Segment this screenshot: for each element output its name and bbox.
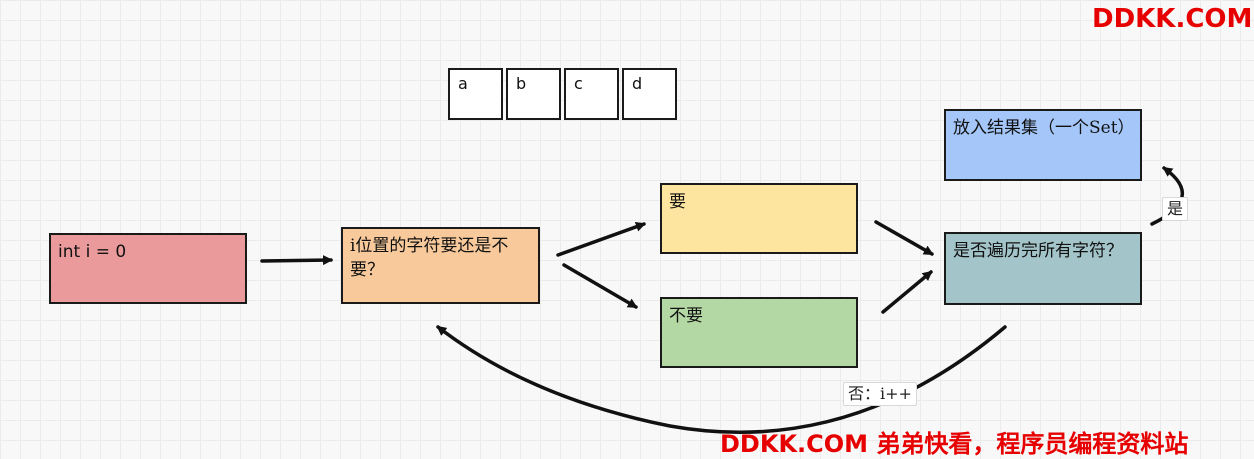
array-cell-c: c (564, 68, 619, 120)
node-check-done: 是否遍历完所有字符？ (944, 232, 1142, 305)
arrow-init-to-decide (260, 255, 333, 266)
node-decide-char: i位置的字符要还是不要？ (341, 227, 540, 304)
edge-label-yes: 是 (1162, 197, 1189, 221)
node-init: int i = 0 (49, 233, 247, 304)
node-skip: 不要 (660, 297, 858, 368)
watermark-top: DDKK.COM (1092, 4, 1253, 34)
node-take: 要 (660, 183, 858, 254)
arrow-take-to-check (874, 220, 934, 256)
array-cell-d: d (622, 68, 677, 120)
node-result-set: 放入结果集（一个Set） (944, 109, 1142, 181)
array-cell-a: a (448, 68, 503, 120)
array-cell-b: b (506, 68, 561, 120)
arrow-decide-to-take (556, 222, 646, 257)
arrow-decide-to-skip (562, 263, 638, 309)
edge-label-no: 否：i++ (843, 382, 917, 406)
watermark-bottom: DDKK.COM 弟弟快看，程序员编程资料站 (720, 430, 1189, 458)
arrow-skip-to-check (881, 270, 933, 314)
